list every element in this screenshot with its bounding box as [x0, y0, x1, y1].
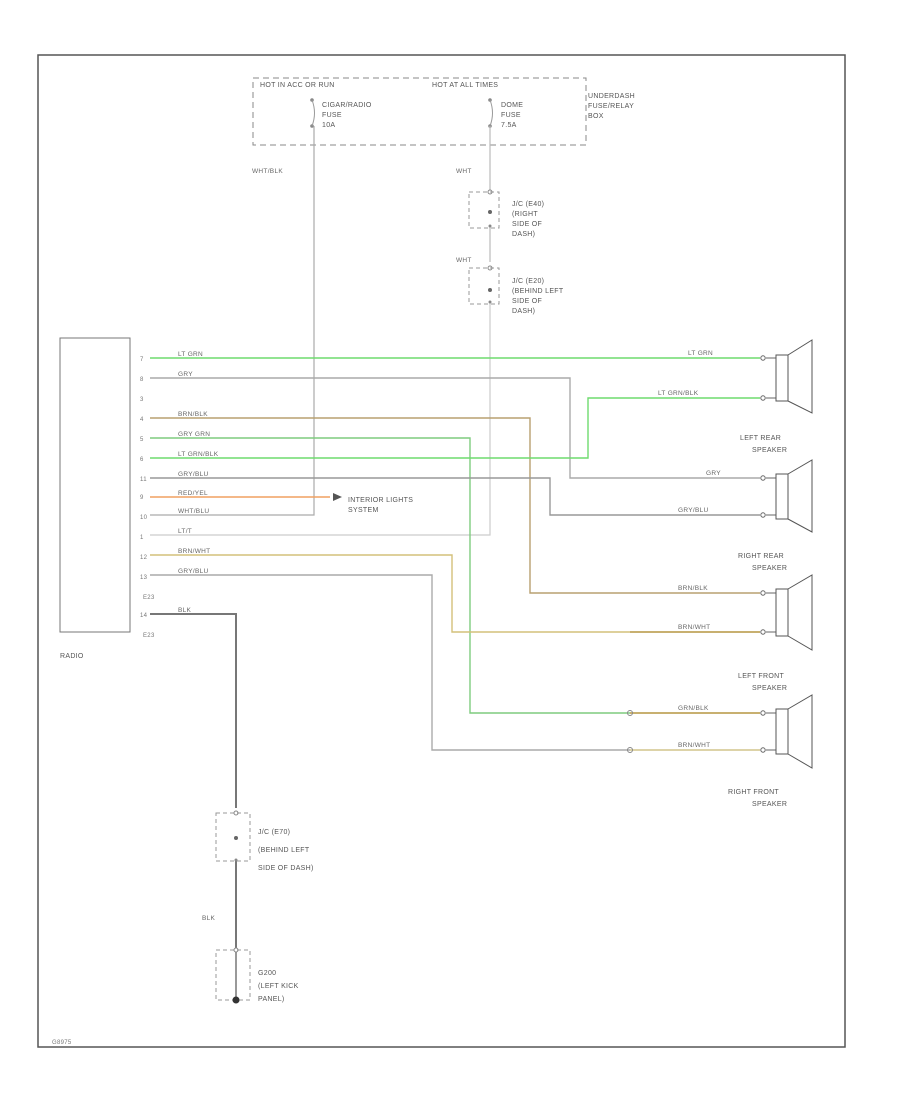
- junction-connector-e70: [215, 812, 251, 862]
- wire-label: GRN/BLK: [678, 705, 709, 712]
- ground-label-2: (LEFT KICK: [258, 983, 299, 990]
- wire-label: LT GRN: [688, 350, 713, 357]
- radio-pin: 12: [140, 555, 148, 561]
- ground-label-3: PANEL): [258, 996, 285, 1003]
- speaker-left-rear: LT GRN LT GRN/BLK LEFT REAR SPEAKER: [658, 339, 813, 454]
- fuse-box-label-2: FUSE/RELAY: [588, 103, 634, 110]
- radio-pin: 9: [140, 495, 144, 501]
- fuse2-label-1: DOME: [501, 102, 523, 109]
- fuse1-label-3: 10A: [322, 122, 335, 129]
- acc-feed-wire-label: WHT/BLK: [252, 168, 283, 175]
- ground-wire-label-top: BLK: [178, 607, 192, 614]
- radio-pin: 13: [140, 575, 148, 581]
- junction-connector-e20: J/C (E20) (BEHIND LEFT SIDE OF DASH): [468, 265, 564, 315]
- wire-label: GRY: [706, 470, 721, 477]
- j2-label-3: SIDE OF: [512, 298, 542, 305]
- radio-pin: 8: [140, 377, 144, 383]
- interior-lights-label-2: SYSTEM: [348, 507, 379, 514]
- wire-label: GRY/BLU: [678, 507, 709, 514]
- wire-label: BRN/BLK: [178, 411, 208, 418]
- radio-connector-id-1: E23: [143, 595, 155, 601]
- underdash-fuse-box: HOT IN ACC OR RUN HOT AT ALL TIMES UNDER…: [252, 77, 635, 146]
- j3-label-1: J/C (E70): [258, 829, 290, 836]
- ground-wire-label: BLK: [202, 915, 216, 922]
- speaker-wires: [150, 357, 760, 751]
- wire-label: LT/T: [178, 528, 192, 535]
- wire-label: GRY/BLU: [178, 568, 209, 575]
- wire-label: GRY/BLU: [178, 471, 209, 478]
- wire-label: LT GRN/BLK: [178, 451, 219, 458]
- fuse1-label-2: FUSE: [322, 112, 342, 119]
- j1-label-2: (RIGHT: [512, 211, 538, 218]
- radio-pin: 11: [140, 477, 147, 483]
- speaker-name: SPEAKER: [752, 447, 787, 454]
- wire-label: RED/YEL: [178, 490, 208, 497]
- j3-label-3: SIDE OF DASH): [258, 865, 314, 872]
- dome-fuse: DOME FUSE 7.5A: [488, 98, 523, 129]
- ground-label-1: G200: [258, 970, 276, 977]
- speaker-name: SPEAKER: [752, 565, 787, 572]
- junction-connector-e40: J/C (E40) (RIGHT SIDE OF DASH): [468, 189, 544, 238]
- fuse-box-label-3: BOX: [588, 113, 604, 120]
- speaker-right-rear: GRY GRY/BLU RIGHT REAR SPEAKER: [678, 459, 813, 572]
- j3-label-2: (BEHIND LEFT: [258, 847, 310, 854]
- hot-acc-run-label: HOT IN ACC OR RUN: [260, 82, 335, 89]
- wire-label: LT GRN: [178, 351, 203, 358]
- interior-lights-reference: INTERIOR LIGHTS SYSTEM: [333, 493, 413, 514]
- speaker-name: RIGHT REAR: [738, 553, 784, 560]
- radio-pins: 7 8 3 4 5 6 11 9 10 1 12 13 14: [140, 357, 148, 619]
- wire-label: GRY: [178, 371, 193, 378]
- wire-label: GRY GRN: [178, 431, 210, 438]
- speaker-right-front: GRN/BLK BRN/WHT RIGHT FRONT SPEAKER: [627, 694, 813, 808]
- radio-unit: RADIO E23 E23: [59, 337, 155, 660]
- j2-label-2: (BEHIND LEFT: [512, 288, 564, 295]
- wire-label: BRN/WHT: [178, 548, 210, 555]
- ground-point: [232, 996, 240, 1004]
- radio-label: RADIO: [60, 653, 84, 660]
- speaker-name: LEFT REAR: [740, 435, 781, 442]
- feed-wires: [150, 126, 491, 536]
- radio-pin: 4: [140, 417, 144, 423]
- speaker-name: SPEAKER: [752, 801, 787, 808]
- wire-label: BRN/WHT: [678, 742, 710, 749]
- speaker-left-front: BRN/BLK BRN/WHT LEFT FRONT SPEAKER: [678, 574, 813, 692]
- wire-label: LT GRN/BLK: [658, 390, 699, 397]
- j2-label-1: J/C (E20): [512, 278, 544, 285]
- radio-pin: 10: [140, 515, 148, 521]
- g200-ground-connector: [215, 949, 251, 1001]
- fuse-box-label-1: UNDERDASH: [588, 93, 635, 100]
- j1-label-4: DASH): [512, 231, 535, 238]
- j2-label-4: DASH): [512, 308, 535, 315]
- cigar-radio-fuse: CIGAR/RADIO FUSE 10A: [310, 98, 372, 129]
- wire-label: BRN/WHT: [678, 624, 710, 631]
- radio-pin: 6: [140, 457, 144, 463]
- radio-pin: 5: [140, 437, 144, 443]
- interior-lights-label-1: INTERIOR LIGHTS: [348, 497, 413, 504]
- fuse2-label-3: 7.5A: [501, 122, 517, 129]
- speaker-name: SPEAKER: [752, 685, 787, 692]
- radio-pin: 14: [140, 613, 148, 619]
- speaker-name: LEFT FRONT: [738, 673, 784, 680]
- diagram-code: G8975: [52, 1040, 72, 1046]
- radio-pin: 1: [140, 535, 144, 541]
- radio-wire-labels: LT GRN GRY BRN/BLK GRY GRN LT GRN/BLK GR…: [178, 351, 219, 575]
- diagram-frame: [37, 54, 846, 1048]
- fuse2-label-2: FUSE: [501, 112, 521, 119]
- j1-label-3: SIDE OF: [512, 221, 542, 228]
- hot-all-times-label: HOT AT ALL TIMES: [432, 82, 498, 89]
- wire-label: BRN/BLK: [678, 585, 708, 592]
- radio-pin: 3: [140, 397, 144, 403]
- speaker-name: RIGHT FRONT: [728, 789, 779, 796]
- ground-circuit: BLK BLK J/C (E70) (BEHIND LEFT SIDE OF D…: [150, 607, 314, 1004]
- fuse1-label-1: CIGAR/RADIO: [322, 102, 372, 109]
- radio-pin: 7: [140, 357, 144, 363]
- radio-connector-id-2: E23: [143, 633, 155, 639]
- batt-feed-wire-label-2: WHT: [456, 257, 472, 264]
- batt-feed-wire-label-1: WHT: [456, 168, 472, 175]
- j1-label-1: J/C (E40): [512, 201, 544, 208]
- wire-label: WHT/BLU: [178, 508, 209, 515]
